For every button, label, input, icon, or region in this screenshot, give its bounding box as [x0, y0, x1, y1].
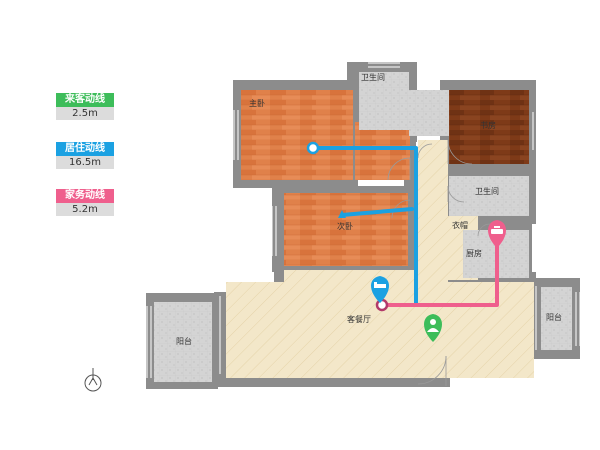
label-bathroom-right: 卫生间	[475, 186, 499, 196]
legend-guest-route: 来客动线 2.5m	[56, 93, 114, 120]
doors	[387, 139, 491, 386]
legend-living-value: 16.5m	[56, 156, 114, 169]
second-bedroom-floor	[284, 193, 408, 266]
living-route-start	[306, 141, 320, 155]
corridor-floor	[418, 140, 448, 285]
legend-living-route: 居住动线 16.5m	[56, 142, 114, 169]
bathroom-top-floor-ext	[409, 90, 449, 136]
kitchen-marker-icon	[488, 220, 506, 248]
study-floor	[449, 90, 529, 164]
bed-marker-icon	[371, 276, 389, 303]
legend-guest-title: 来客动线	[56, 93, 114, 107]
label-master-bedroom: 主卧	[249, 98, 265, 108]
housework-route-line	[380, 244, 499, 307]
legend-living-title: 居住动线	[56, 142, 114, 156]
route-end-node	[375, 298, 389, 312]
compass-icon	[84, 368, 102, 392]
master-bedroom-floor	[241, 90, 353, 180]
label-balcony-left: 阳台	[176, 336, 192, 346]
balcony-left-floor	[154, 302, 212, 382]
legend-housework-value: 5.2m	[56, 203, 114, 216]
legend-guest-value: 2.5m	[56, 107, 114, 120]
label-balcony-right: 阳台	[546, 312, 562, 322]
label-kitchen: 厨房	[466, 248, 482, 258]
label-storage: 衣帽	[452, 220, 468, 230]
balcony-right-floor	[541, 287, 572, 350]
bathroom-top-floor	[359, 72, 409, 130]
bathroom-right-floor	[449, 176, 529, 216]
legend-housework-route: 家务动线 5.2m	[56, 189, 114, 216]
label-bathroom-top: 卫生间	[361, 72, 385, 82]
windows	[146, 62, 581, 378]
living-dining-floor-ext	[284, 270, 414, 284]
label-second-bedroom: 次卧	[337, 221, 353, 231]
legend-housework-title: 家务动线	[56, 189, 114, 203]
master-bedroom-floor-ext	[355, 122, 410, 180]
label-living-dining: 客餐厅	[347, 314, 371, 324]
guest-marker-icon	[424, 314, 442, 342]
label-study: 书房	[480, 120, 496, 130]
living-route-arrow	[338, 210, 346, 218]
